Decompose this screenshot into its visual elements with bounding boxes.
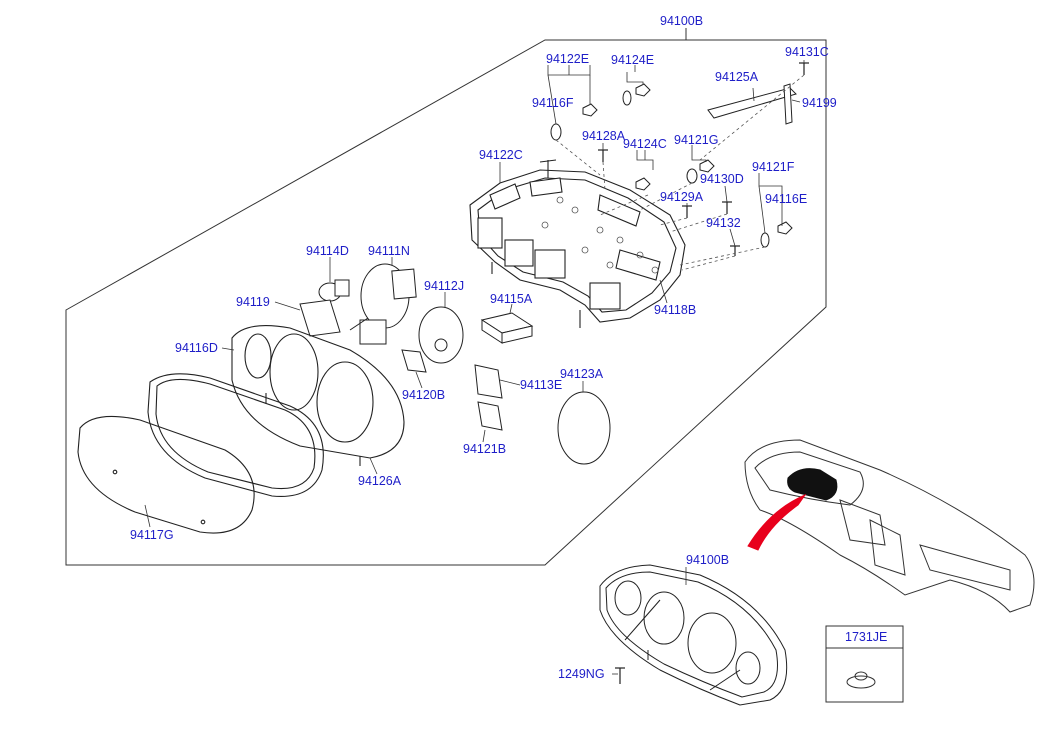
part-label-94122E[interactable]: 94122E <box>546 52 590 66</box>
part-label-94131C[interactable]: 94131C <box>785 45 829 59</box>
part-label-94199[interactable]: 94199 <box>802 96 837 110</box>
glass-94117G <box>77 415 255 534</box>
part-label-94121F[interactable]: 94121F <box>752 160 795 174</box>
part-label-94117G[interactable]: 94117G <box>130 528 174 542</box>
part-label-94113E[interactable]: 94113E <box>520 378 563 392</box>
part-label-1249NG[interactable]: 1249NG <box>558 667 605 681</box>
part-label-94124C[interactable]: 94124C <box>623 137 667 151</box>
gauge-94123A <box>557 391 611 465</box>
part-label-94111N[interactable]: 94111N <box>368 244 410 258</box>
part-label-94112J[interactable]: 94112J <box>424 279 465 293</box>
highlighted-cluster <box>787 468 838 501</box>
part-94120B <box>401 349 427 373</box>
bulb-sockets-top <box>550 83 793 248</box>
screw-1249NG <box>615 667 625 684</box>
part-label-94116F[interactable]: 94116F <box>532 96 574 110</box>
dashboard-inset <box>744 439 1035 613</box>
part-label-94126A[interactable]: 94126A <box>358 474 402 488</box>
gauge-94112J <box>418 306 464 364</box>
mask-94116D <box>147 373 324 498</box>
gauge-94114D <box>318 279 350 302</box>
module-94115A <box>480 312 534 344</box>
grommet-box-1731JE <box>825 625 904 703</box>
part-label-94122C[interactable]: 94122C <box>479 148 523 162</box>
part-label-94118B[interactable]: 94118B <box>654 303 697 317</box>
bezel-94126A <box>231 325 405 466</box>
part-label-94116E[interactable]: 94116E <box>765 192 808 206</box>
part-label-94128A[interactable]: 94128A <box>582 129 626 143</box>
cluster-case-94118B <box>469 159 686 328</box>
exploded-view-frame <box>65 39 827 566</box>
part-label-1731JE[interactable]: 1731JE <box>845 630 888 644</box>
part-94113E <box>474 364 503 399</box>
part-94121B <box>477 401 503 431</box>
part-label-94124E[interactable]: 94124E <box>611 53 655 67</box>
part-label-94120B[interactable]: 94120B <box>402 388 446 402</box>
gauge-94111N <box>349 263 417 345</box>
part-label-94130D[interactable]: 94130D <box>700 172 744 186</box>
part-label-94114D[interactable]: 94114D <box>306 244 349 258</box>
part-label-94121G[interactable]: 94121G <box>674 133 719 147</box>
assembled-cluster <box>599 564 788 706</box>
bracket-94125A <box>707 83 797 125</box>
highlight-arrow <box>747 493 807 551</box>
part-label-94100B-top[interactable]: 94100B <box>660 14 704 28</box>
part-label-94132[interactable]: 94132 <box>706 216 741 230</box>
part-label-94123A[interactable]: 94123A <box>560 367 604 381</box>
part-label-94125A[interactable]: 94125A <box>715 70 759 84</box>
part-label-94115A[interactable]: 94115A <box>490 292 533 306</box>
part-label-94121B[interactable]: 94121B <box>463 442 507 456</box>
part-label-94100B-bottom[interactable]: 94100B <box>686 553 730 567</box>
panel-94119 <box>299 299 341 337</box>
part-label-94116D[interactable]: 94116D <box>175 341 218 355</box>
part-label-94129A[interactable]: 94129A <box>660 190 704 204</box>
part-label-94119[interactable]: 94119 <box>236 295 270 309</box>
